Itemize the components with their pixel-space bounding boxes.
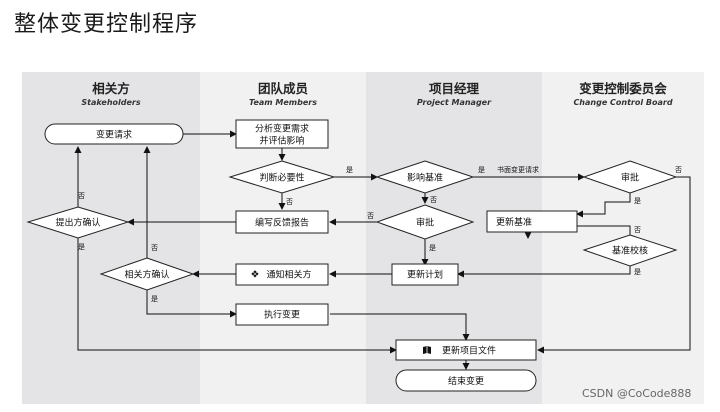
node-update-baseline: 更新基准	[486, 210, 578, 233]
edge-check-no	[577, 225, 631, 235]
node-impact-baseline: 影响基准	[375, 160, 475, 194]
label-propose-no: 否	[78, 192, 85, 200]
node-baseline-check: 基准校核	[582, 234, 678, 267]
node-analyze-request: 分析变更需求 并评估影响	[235, 119, 329, 149]
label-impact-no: 否	[430, 196, 437, 204]
edge-execute-to-docs	[330, 313, 470, 341]
node-end-change: 结束变更	[395, 369, 537, 392]
lane-subtitle: Change Control Board	[573, 98, 673, 107]
node-execute-change: 执行变更	[235, 303, 329, 326]
label-ccb-no: 否	[675, 166, 682, 174]
node-label: 执行变更	[264, 309, 300, 321]
label-check-yes: 是	[634, 268, 641, 276]
watermark: CSDN @CoCode888	[582, 387, 692, 400]
lane-subtitle: Team Members	[249, 98, 317, 107]
node-change-request: 变更请求	[44, 123, 184, 145]
node-label: 结束变更	[448, 375, 484, 387]
node-label: 分析变更需求	[255, 123, 309, 135]
node-label: 审批	[416, 217, 434, 229]
label-impact-yes: 是	[478, 166, 485, 174]
edge-ccbreview-no	[537, 176, 691, 354]
node-label: 并评估影响	[259, 135, 304, 147]
edge-ccbreview-yes	[576, 193, 631, 218]
label-confirm-no: 否	[151, 244, 158, 252]
node-propose-confirm: 提出方确认	[26, 206, 130, 239]
node-write-feedback: 编写反馈报告	[235, 210, 329, 234]
label-check-no: 否	[634, 226, 641, 234]
label-written-request: 书面变更请求	[497, 165, 539, 174]
label-ccb-yes: 是	[634, 197, 641, 205]
node-label: 审批	[621, 172, 639, 184]
edge-labels: 是 否 是 书面变更请求 否 否 是 否 是 否 是 否 是 否 是	[78, 165, 682, 303]
node-label: 提出方确认	[55, 217, 100, 229]
node-judge-necessity: 判断必要性	[228, 160, 336, 194]
node-label: 判断必要性	[259, 172, 304, 184]
node-stakeholder-confirm: 相关方确认	[99, 257, 195, 291]
diamonds-icon: ❖	[251, 270, 260, 281]
label-propose-yes: 是	[78, 243, 85, 251]
node-label: 基准校核	[612, 245, 648, 257]
node-notify-stakeholders: ❖ 通知相关方	[235, 263, 329, 286]
edge-check-yes	[457, 266, 631, 278]
node-label: 更新计划	[407, 269, 443, 281]
lane-subtitle: Project Manager	[416, 98, 492, 107]
node-label: 变更请求	[96, 129, 132, 141]
label-confirm-yes: 是	[151, 295, 158, 303]
page-title: 整体变更控制程序	[14, 12, 199, 37]
label-pmreview-yes: 是	[429, 244, 436, 252]
edge-confirm-yes	[146, 290, 237, 318]
edge-propose-yes	[77, 238, 397, 354]
edges	[74, 130, 691, 370]
node-label: 更新项目文件	[442, 345, 496, 357]
lane-title: 变更控制委员会	[579, 81, 667, 96]
node-ccb-review: 审批	[582, 160, 678, 194]
node-pm-review: 审批	[375, 204, 475, 240]
node-label: 编写反馈报告	[255, 217, 309, 229]
label-judge-no: 否	[286, 198, 293, 206]
lane-subtitle: Stakeholders	[81, 98, 141, 107]
node-label: 更新基准	[496, 216, 532, 228]
node-update-plan: 更新计划	[391, 263, 459, 286]
node-update-docs: 更新项目文件	[395, 339, 537, 361]
lane-title: 相关方	[92, 81, 130, 96]
label-pmreview-no: 否	[367, 212, 374, 220]
node-label: 影响基准	[407, 172, 443, 184]
node-label: 相关方确认	[124, 269, 169, 281]
label-judge-yes: 是	[346, 166, 353, 174]
node-label: 通知相关方	[266, 269, 311, 281]
lane-title: 项目经理	[428, 81, 479, 96]
lane-title: 团队成员	[257, 81, 308, 96]
book-icon	[423, 346, 431, 354]
